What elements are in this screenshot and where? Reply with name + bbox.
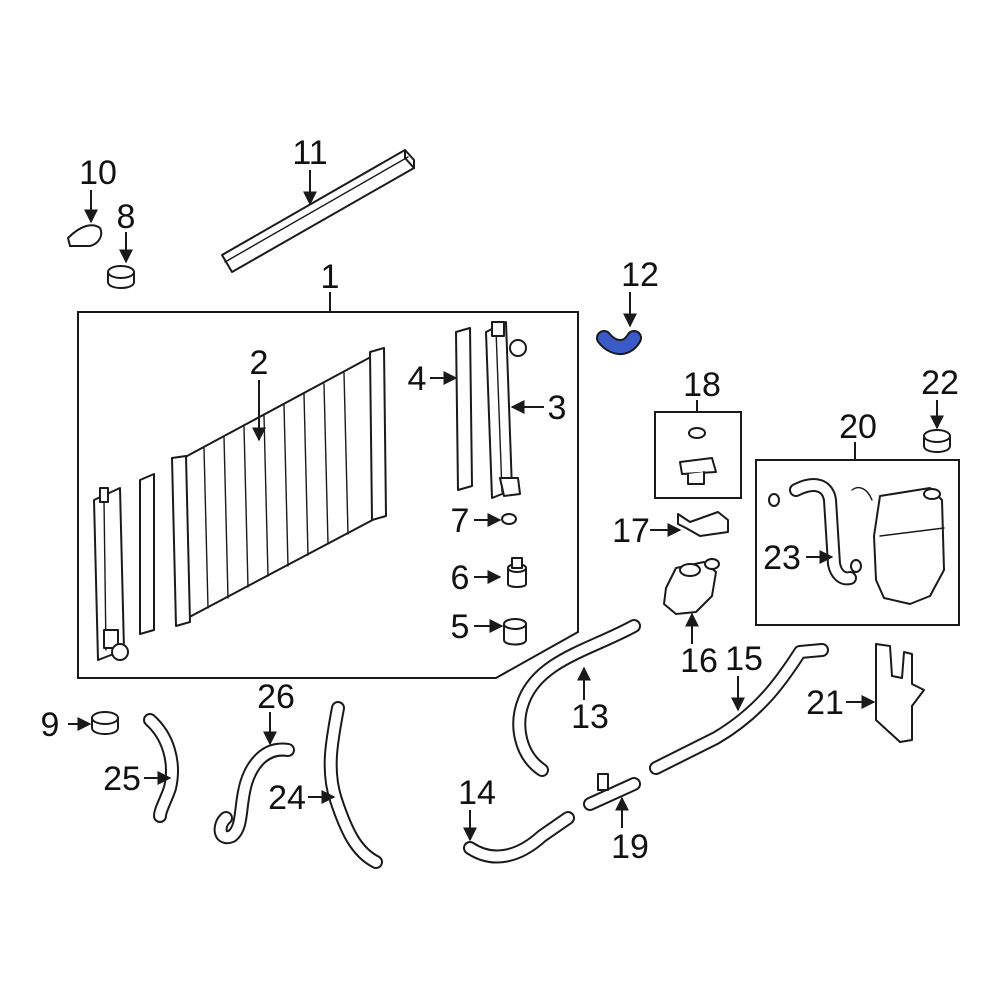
part-12-hose-highlighted[interactable]: [596, 330, 642, 355]
callout-16: 16: [680, 642, 718, 680]
callout-20: 20: [839, 408, 877, 446]
callout-9: 9: [41, 706, 60, 744]
fitting-group-box: [654, 411, 742, 499]
callout-21: 21: [806, 684, 844, 722]
callout-25: 25: [103, 760, 141, 798]
left-seal[interactable]: [139, 473, 155, 635]
callout-1: 1: [321, 258, 340, 296]
part-9-cap[interactable]: [91, 711, 119, 735]
part-10-clip[interactable]: [67, 224, 103, 247]
callout-3: 3: [548, 389, 567, 427]
part-5-cap[interactable]: [503, 618, 527, 646]
part-15-hose[interactable]: [649, 643, 829, 775]
part-19-tee[interactable]: [583, 773, 641, 811]
part-14-hose[interactable]: [463, 811, 575, 864]
part-2-radiator-core[interactable]: [171, 347, 387, 627]
part-4-seal[interactable]: [455, 327, 473, 491]
part-7-o-ring[interactable]: [501, 513, 517, 525]
callout-26: 26: [257, 678, 295, 716]
part-22-cap[interactable]: [923, 429, 951, 453]
part-24-hose[interactable]: [323, 701, 383, 869]
callout-numbers: 1 2 3 4 5 6 7 8 9 10 11 12 13 14 15 16 1…: [41, 134, 959, 866]
highlight-fill: [598, 332, 640, 353]
part-21-bracket[interactable]: [875, 643, 925, 743]
callout-15: 15: [725, 640, 763, 678]
part-26-hose[interactable]: [213, 742, 295, 845]
radiator-assembly-box: [77, 311, 579, 679]
callout-4: 4: [408, 360, 427, 398]
part-8-cap[interactable]: [107, 265, 135, 289]
part-25-hose[interactable]: [143, 713, 179, 823]
callout-14: 14: [458, 774, 496, 812]
part-6-drain-plug[interactable]: [507, 557, 527, 588]
callout-24: 24: [268, 779, 306, 817]
callout-23: 23: [763, 539, 801, 577]
callout-19: 19: [611, 828, 649, 866]
callout-7: 7: [451, 502, 470, 540]
part-18-fitting[interactable]: [679, 427, 717, 485]
part-20-reservoir[interactable]: [851, 486, 945, 605]
callout-6: 6: [451, 559, 470, 597]
callout-18: 18: [683, 366, 721, 404]
left-tank[interactable]: [93, 487, 129, 661]
part-17-bracket[interactable]: [677, 511, 729, 537]
callout-13: 13: [571, 698, 609, 736]
callout-12: 12: [621, 256, 659, 294]
callout-2: 2: [250, 344, 269, 382]
part-23-hose[interactable]: [768, 478, 862, 586]
callout-17: 17: [612, 512, 650, 550]
callout-8: 8: [117, 198, 136, 236]
part-11-seal-bar[interactable]: [221, 149, 415, 273]
callout-11: 11: [292, 134, 327, 172]
callout-5: 5: [451, 608, 470, 646]
part-13-hose[interactable]: [512, 619, 641, 777]
callout-22: 22: [921, 364, 959, 402]
reservoir-group-box: [755, 459, 960, 626]
callout-10: 10: [79, 154, 117, 192]
leader-lines: [68, 170, 944, 842]
part-16-housing[interactable]: [663, 558, 720, 615]
part-3-right-tank[interactable]: [485, 321, 527, 499]
